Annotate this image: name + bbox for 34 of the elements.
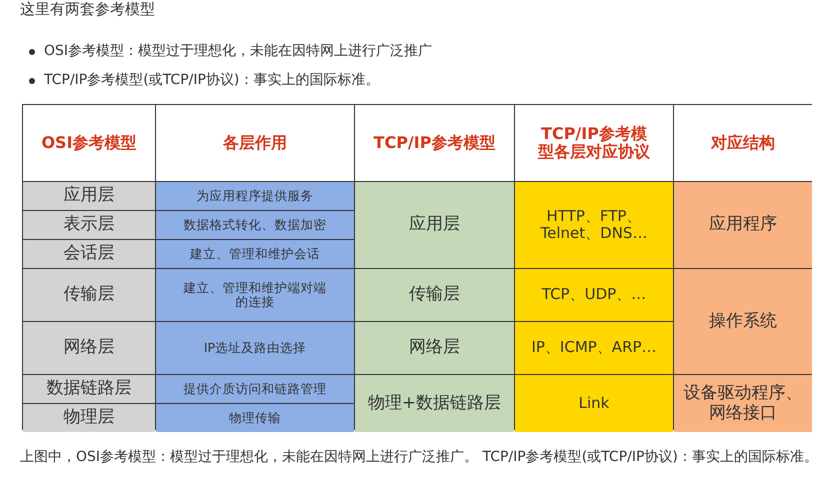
column-header: OSI参考模型	[23, 105, 155, 181]
column-header: TCP/IP参考模型	[355, 105, 514, 181]
table-cell: 传输层	[23, 269, 155, 321]
heading-text: 这里有两套参考模型	[20, 0, 155, 19]
table-cell: 会话层	[23, 240, 155, 268]
table-cell: 操作系统	[674, 269, 812, 374]
table-cell: IP、ICMP、ARP…	[515, 322, 673, 374]
table-cell: 传输层	[355, 269, 514, 321]
table-cell: 应用层	[23, 182, 155, 210]
table-cell: 表示层	[23, 211, 155, 239]
column-header: TCP/IP参考模型各层对应协议	[515, 105, 673, 181]
table-cell: 提供介质访问和链路管理	[156, 375, 354, 403]
table-cell: 物理+数据链路层	[355, 375, 514, 432]
table-cell: TCP、UDP、…	[515, 269, 673, 321]
table-cell: 建立、管理和维护端对端的连接	[156, 269, 354, 321]
table-cell: 网络层	[355, 322, 514, 374]
table-cell: 建立、管理和维护会话	[156, 240, 354, 268]
table-cell: 物理传输	[156, 404, 354, 432]
table-cell: Link	[515, 375, 673, 432]
table-cell: IP选址及路由选择	[156, 322, 354, 374]
table-cell: HTTP、FTP、Telnet、DNS…	[515, 182, 673, 268]
bullet-item: OSI参考模型：模型过于理想化，未能在因特网上进行广泛推广	[44, 42, 432, 60]
column-header: 对应结构	[674, 105, 812, 181]
paragraph: 上图中，OSI参考模型：模型过于理想化，未能在因特网上进行广泛推广。 TCP/IP参考模型(或TCP/IP协议)：事实上的国际标准。	[20, 448, 819, 467]
table-cell: 应用层	[355, 182, 514, 268]
column-header: 各层作用	[156, 105, 354, 181]
table-cell: 应用程序	[674, 182, 812, 268]
table-cell: 物理层	[23, 404, 155, 432]
table-cell: 数据链路层	[23, 375, 155, 403]
bullet-item: TCP/IP参考模型(或TCP/IP协议)：事实上的国际标准。	[44, 71, 380, 89]
table-cell: 数据格式转化、数据加密	[156, 211, 354, 239]
table-cell: 为应用程序提供服务	[156, 182, 354, 210]
table-cell: 网络层	[23, 322, 155, 374]
table-cell: 设备驱动程序、网络接口	[674, 375, 812, 432]
